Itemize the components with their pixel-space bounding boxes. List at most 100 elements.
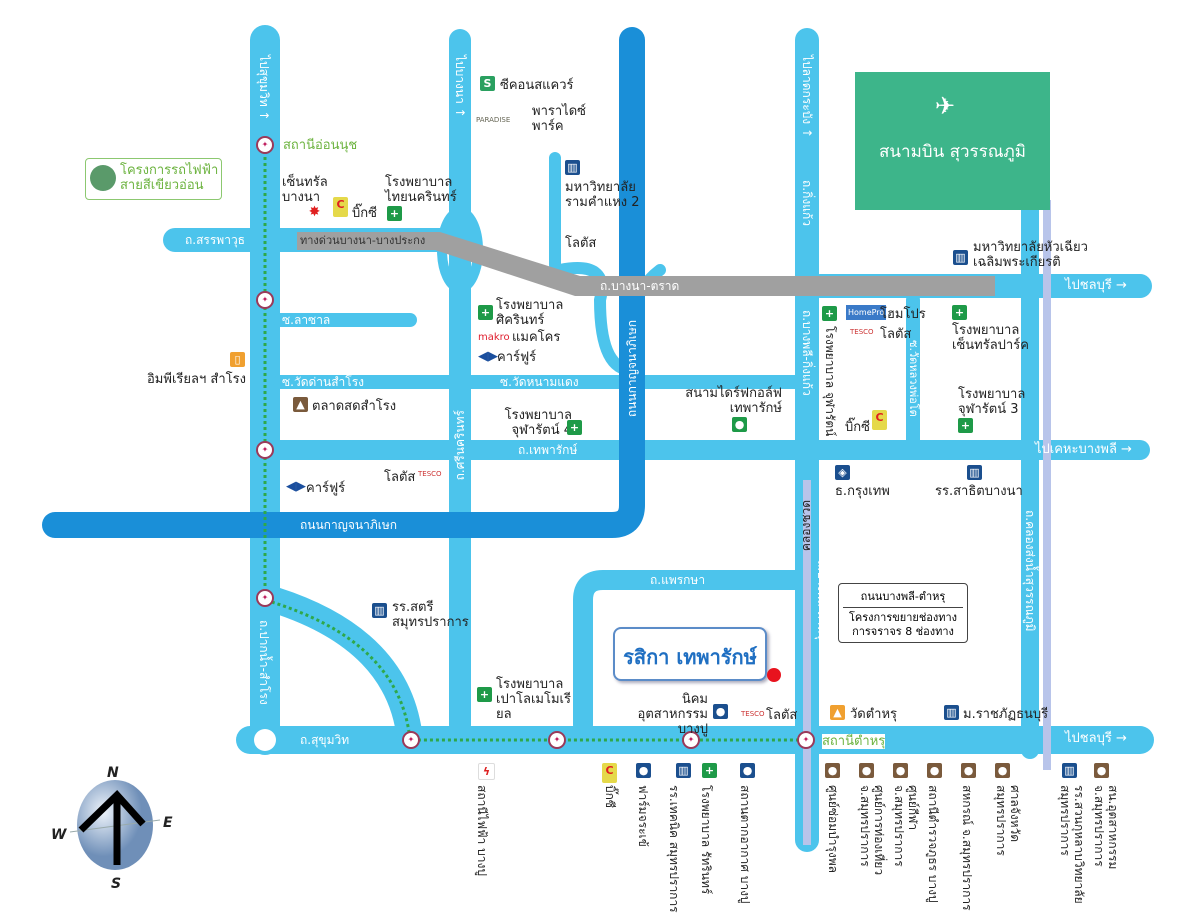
road-project-box: ถนนบางพลี-ตำหรุ โครงการขยายช่องทาง การจร…: [838, 583, 968, 643]
place-golf: สนามไดร์ฟกอล์ฟ เทพารักษ์: [685, 386, 782, 416]
paradise-logo-icon: PARADISE: [476, 116, 511, 124]
hospital-icon: +: [387, 206, 402, 221]
hospital-icon: +: [478, 305, 493, 320]
bangkok-bank-icon: ◈: [835, 465, 850, 480]
label-to-chonburi-top: ไปชลบุรี →: [1065, 278, 1127, 293]
university-icon: ▥: [565, 160, 580, 175]
government-icon: ●: [1094, 763, 1109, 778]
place-satri: รร.สตรี สมุทรปราการ: [392, 600, 469, 630]
bottom-place: สน.อุตสาหกรรม จ.สมุทรปราการ: [1092, 785, 1120, 870]
hospital-icon: +: [822, 306, 837, 321]
bts-station-icon: ✦: [682, 731, 700, 749]
place-central-park: โรงพยาบาล เซ็นทรัลปาร์ค: [952, 323, 1029, 353]
place-chularat3: โรงพยาบาล จุฬารัตน์ 3: [958, 387, 1026, 417]
hospital-icon: +: [958, 418, 973, 433]
place-lotus-2: โลตัส: [880, 327, 912, 342]
place-homepro: โฮมโปร: [880, 307, 926, 322]
bottom-place: ศูนย์กีฬา จ.สมุทรปราการ: [892, 785, 920, 867]
temple-icon: ▲: [830, 705, 845, 720]
place-lotus-1: โลตัส: [565, 236, 597, 251]
bigc-logo-icon: C: [333, 197, 348, 217]
station-on-nut: สถานีอ่อนนุช: [283, 138, 358, 153]
university-icon: ▥: [944, 705, 959, 720]
bts-station-icon: ✦: [256, 136, 274, 154]
bottom-place: รร.สวนกุหลาบวิทยาลัย สมุทรปราการ: [1058, 785, 1086, 904]
label-lasalle: ซ.ลาซาล: [282, 313, 331, 327]
label-to-latkrabang: ไปลาดกระบัง ↑: [800, 55, 814, 139]
label-sukhumvit: ถ.สุขุมวิท: [300, 733, 350, 747]
government-icon: ●: [859, 763, 874, 778]
bottom-place: ศูนย์การท่องเที่ยว จ.สมุทรปราการ: [858, 785, 886, 876]
place-chularat4: โรงพยาบาล จุฬารัตน์ 4: [504, 408, 572, 438]
place-bangpoo-industrial: นิคมอุตสาหกรรม บางปู: [637, 692, 708, 737]
place-central-bangna: เซ็นทรัล บางนา: [282, 175, 328, 205]
road-kanchanaphisek: [42, 27, 645, 538]
label-theparak: ถ.เทพารักษ์: [518, 443, 578, 457]
hospital-icon: +: [952, 305, 967, 320]
compass-s: S: [111, 876, 122, 892]
bts-station-icon: ✦: [256, 291, 274, 309]
place-makro: แมคโคร: [512, 330, 561, 345]
label-to-chonburi-bottom: ไปชลบุรี →: [1065, 731, 1127, 746]
place-bbl: ธ.กรุงเทพ: [835, 484, 890, 499]
label-wat-luang-pho: ซ.วัดหลวงพ่อโต: [907, 340, 920, 417]
road-project-desc: โครงการขยายช่องทาง การจราจร 8 ช่องทาง: [848, 611, 958, 638]
homepro-logo-icon: HomePro: [846, 305, 887, 320]
train-icon: [90, 165, 116, 191]
place-sikarin: โรงพยาบาล ศิครินทร์: [496, 298, 564, 328]
airplane-icon: ✈: [935, 92, 956, 120]
school-icon: ▥: [676, 763, 691, 778]
place-thainakarin: โรงพยาบาล ไทยนครินทร์: [385, 175, 457, 205]
shopping-bag-icon: ▯: [230, 352, 245, 367]
school-icon: ▥: [967, 465, 982, 480]
farm-icon: ●: [636, 763, 651, 778]
place-seacon: ซีคอนสแควร์: [500, 78, 574, 93]
bottom-place: สถานีตำรวจภูธร บางปู: [926, 785, 940, 903]
label-to-kheha: ไปเคหะบางพลี →: [1035, 442, 1132, 457]
label-wat-dan-samrong: ซ.วัดด่านสำโรง: [282, 375, 365, 389]
road-paknam-curve: [262, 587, 423, 753]
label-paknam-samrong: ถ.ปากน้ำ-สำโรง: [257, 620, 271, 705]
station-tamru: สถานีตำหรุ: [822, 734, 886, 749]
project-name: รสิกา เทพารักษ์: [623, 645, 757, 669]
place-paolo: โรงพยาบาล เปาโลเมโมเรียล: [496, 677, 571, 722]
label-wat-nam-daeng: ซ.วัดหนามแดง: [500, 375, 579, 389]
place-hcu: มหาวิทยาลัยหัวเฉียว เฉลิมพระเกียรติ: [973, 240, 1088, 270]
green-line-legend: โครงการรถไฟฟ้า สายสีเขียวอ่อน: [85, 158, 222, 200]
central-logo-icon: ✸: [308, 204, 321, 220]
bottom-place: รร.เทคนิค สมุทรปราการ: [667, 785, 681, 913]
carrefour-logo-icon: ◀▶: [286, 479, 306, 494]
bottom-place: ศาลจังหวัด สมุทรปราการ: [994, 785, 1022, 856]
bottom-place: ศูนย์ซ่อมบำรุงพล: [826, 785, 840, 874]
label-bangphli-tamru: ถ.บางพลี-ตำหรุ: [815, 560, 829, 640]
airport-box: ✈ สนามบิน สุวรรณภูมิ: [855, 72, 1050, 210]
bts-station-icon: ✦: [548, 731, 566, 749]
government-icon: ●: [893, 763, 908, 778]
place-carrefour-1: คาร์ฟูร์: [497, 350, 537, 365]
label-sanphawut: ถ.สรรพาวุธ: [185, 233, 246, 247]
hospital-icon: +: [702, 763, 717, 778]
bts-station-icon: ✦: [256, 589, 274, 607]
bigc-logo-icon: C: [872, 410, 887, 430]
bottom-place: สหกรณ์ จ.สมุทรปราการ: [960, 785, 974, 911]
label-to-bangna: ไปบางนา ↑: [453, 55, 467, 118]
place-bigc-2: บิ๊กซี: [845, 420, 870, 435]
compass-e: E: [163, 815, 173, 831]
bts-station-icon: ✦: [797, 731, 815, 749]
bts-station-icon: ✦: [256, 441, 274, 459]
university-icon: ▥: [953, 250, 968, 265]
compass-w: W: [51, 827, 67, 843]
bottom-place: โรงพยาบาล รัทรินทร์: [699, 785, 713, 895]
place-rajabhat: ม.ราชภัฏธนบุรี: [963, 707, 1049, 722]
airport-label: สนามบิน สุวรรณภูมิ: [879, 142, 1026, 162]
roundabout: [254, 729, 276, 751]
bigc-logo-icon: C: [602, 763, 617, 783]
tesco-logo-icon: TESCO: [418, 470, 442, 478]
place-ramkhamhaeng2: มหาวิทยาลัย รามคำแหง 2: [565, 180, 640, 210]
expressway-bangna: [297, 232, 995, 296]
government-icon: ●: [995, 763, 1010, 778]
label-kanchanaphisek-h: ถนนกาญจนาภิเษก: [300, 518, 398, 532]
road-project-title: ถนนบางพลี-ตำหรุ: [843, 587, 963, 608]
